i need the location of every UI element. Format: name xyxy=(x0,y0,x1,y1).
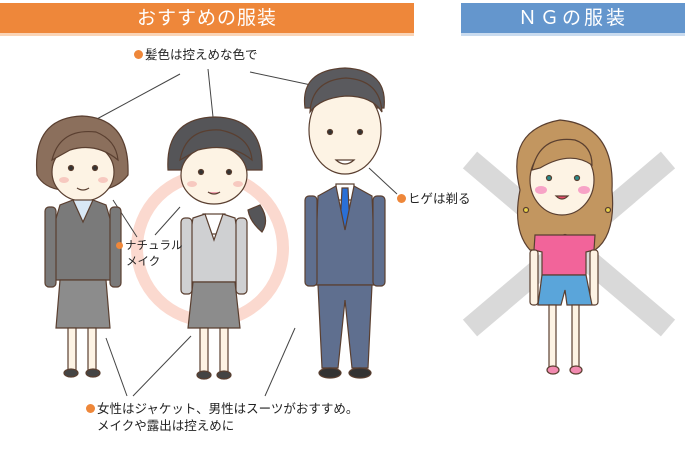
ng-outfit-header: ＮＧの服装 xyxy=(461,3,685,36)
figure-woman-ponytail xyxy=(167,116,267,380)
note-makeup-line1: ナチュラル xyxy=(125,238,183,252)
bullet-icon xyxy=(86,404,95,413)
note-outfit-line1: 女性はジャケット、男性はスーツがおすすめ。 xyxy=(97,401,359,416)
bullet-icon xyxy=(116,242,123,249)
note-natural-makeup: ナチュラル メイク xyxy=(116,237,183,269)
figure-woman-casual-ng xyxy=(516,119,614,375)
note-beard-text: ヒゲは剃る xyxy=(408,191,471,206)
note-outfit-line2: メイクや露出は控えめに xyxy=(97,418,235,433)
leader-lines xyxy=(94,68,398,397)
note-hair-text: 髪色は控えめな色で xyxy=(145,47,258,62)
note-outfit-advice: 女性はジャケット、男性はスーツがおすすめ。 メイクや露出は控えめに xyxy=(86,400,358,434)
figure-woman-bob xyxy=(35,115,129,378)
bullet-icon xyxy=(397,194,406,203)
figure-man-suit xyxy=(303,67,386,379)
bullet-icon xyxy=(134,50,143,59)
note-makeup-line2: メイク xyxy=(126,254,161,268)
note-hair-color: 髪色は控えめな色で xyxy=(134,46,258,63)
recommended-outfit-header: おすすめの服装 xyxy=(0,3,414,36)
note-shave-beard: ヒゲは剃る xyxy=(397,190,471,207)
